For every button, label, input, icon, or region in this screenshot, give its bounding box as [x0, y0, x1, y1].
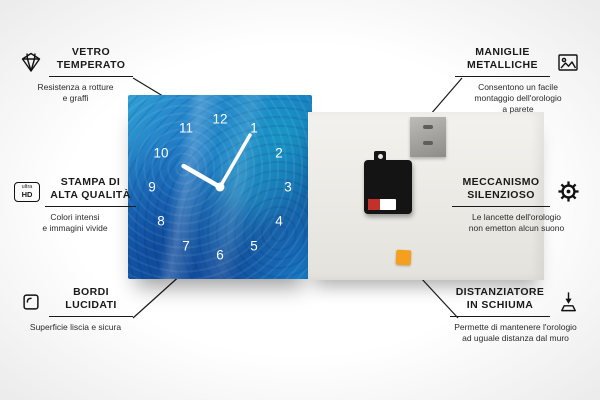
callout-title: MANIGLIE METALLICHE [455, 46, 550, 78]
callout-title: BORDI LUCIDATI [49, 286, 133, 318]
clock-number: 10 [153, 145, 169, 161]
callout-meccanismo-silenzioso: MECCANISMO SILENZIOSO [452, 176, 581, 234]
ultra-hd-badge-bottom: HD [21, 189, 33, 199]
clock-number: 6 [216, 247, 224, 263]
hanger-hook [374, 151, 386, 162]
clock-number: 2 [275, 145, 283, 161]
callout-title-row: ultra HD STAMPA DI ALTA QUALITÀ [14, 176, 136, 208]
callout-stampa-alta-qualita: ultra HD STAMPA DI ALTA QUALITÀ Colori i… [14, 176, 136, 234]
clock-number: 3 [284, 179, 292, 195]
callout-title-row: VETRO TEMPERATO [18, 46, 133, 78]
callout-title-row: MECCANISMO SILENZIOSO [452, 176, 581, 208]
ultra-hd-badge: ultra HD [14, 181, 40, 202]
callout-title-row: MANIGLIE METALLICHE [455, 46, 581, 78]
foam-spacer-icon [555, 289, 581, 315]
callout-distanziatore-schiuma: DISTANZIATORE IN SCHIUMA Permette di man… [450, 286, 581, 344]
callout-title: VETRO TEMPERATO [49, 46, 133, 78]
foam-spacer [395, 249, 412, 266]
clock-number: 9 [148, 179, 156, 195]
mechanism-sticker [368, 199, 396, 210]
callout-desc: Le lancette dell'orologio non emetton al… [468, 212, 565, 234]
clock-number: 12 [212, 111, 228, 127]
clock-hands [181, 133, 252, 192]
clock-number: 5 [250, 238, 258, 254]
metal-hanger-plate [410, 117, 446, 157]
callout-title: MECCANISMO SILENZIOSO [452, 176, 550, 208]
clock-number: 11 [178, 120, 194, 136]
gear-icon [555, 179, 581, 205]
clock-number: 8 [157, 213, 165, 229]
callout-title-row: BORDI LUCIDATI [18, 286, 133, 318]
callout-bordi-lucidati: BORDI LUCIDATI Superficie liscia e sicur… [18, 286, 133, 333]
clock-front-view: 12 1 2 3 4 5 6 7 8 9 10 11 [128, 95, 312, 279]
clock-number: 4 [275, 213, 283, 229]
clock-number: 1 [250, 120, 258, 136]
polished-edge-icon [18, 289, 44, 315]
ultra-hd-badge-top: ultra [21, 184, 33, 191]
clock-back-view [308, 112, 544, 280]
callout-desc: Permette di mantenere l'orologio ad ugua… [454, 322, 577, 344]
picture-frame-icon [555, 49, 581, 75]
callout-vetro-temperato: VETRO TEMPERATO Resistenza a rotture e g… [18, 46, 133, 104]
clock-number: 7 [182, 238, 190, 254]
callout-desc: Consentono un facile montaggio dell'orol… [474, 82, 562, 115]
callout-title: DISTANZIATORE IN SCHIUMA [450, 286, 550, 318]
callout-desc: Resistenza a rotture e graffi [37, 82, 114, 104]
diamond-icon [18, 49, 44, 75]
callout-title: STAMPA DI ALTA QUALITÀ [45, 176, 136, 208]
callout-maniglie-metalliche: MANIGLIE METALLICHE Consentono un facile… [455, 46, 581, 115]
clock-mechanism [364, 151, 412, 214]
callout-desc: Colori intensi e immagini vivide [42, 212, 108, 234]
callout-desc: Superficie liscia e sicura [29, 322, 122, 333]
ultra-hd-icon: ultra HD [14, 179, 40, 205]
callout-title-row: DISTANZIATORE IN SCHIUMA [450, 286, 581, 318]
